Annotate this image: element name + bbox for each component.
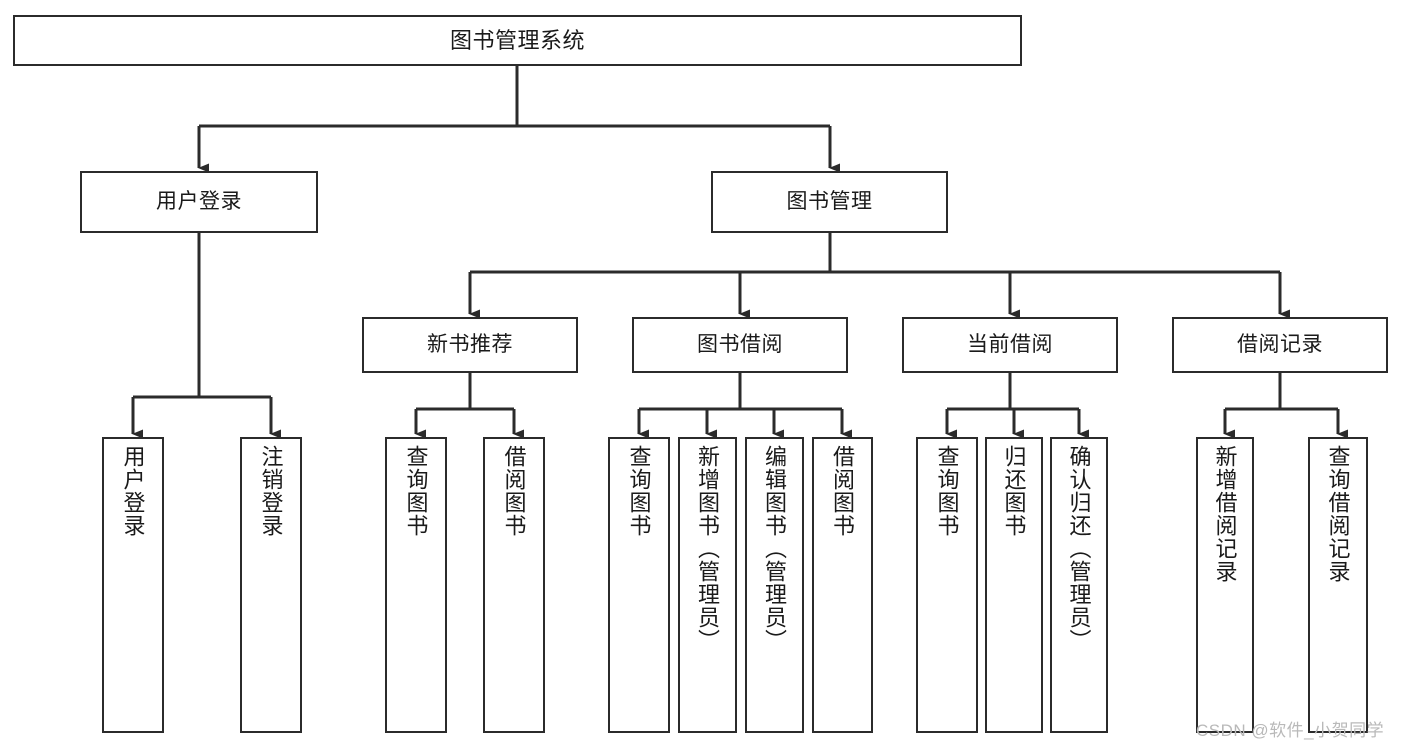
- node-label: 图书管理系统: [449, 27, 585, 53]
- node-book-manage[interactable]: 图书管理: [711, 171, 948, 233]
- node-user-login[interactable]: 用户登录: [80, 171, 318, 233]
- node-label: 借阅记录: [1237, 332, 1323, 356]
- edge-group-borrow-record: [1223, 373, 1348, 439]
- edge-group-current-borrow: [945, 373, 1089, 439]
- node-label: 图书借阅: [697, 332, 783, 356]
- node-label: 新书推荐: [427, 332, 513, 356]
- node-label: 用户登录: [156, 189, 242, 213]
- edge-group-root: [197, 66, 840, 173]
- node-label: 查询图书: [403, 445, 429, 537]
- node-label: 用户登录: [120, 445, 146, 537]
- node-leaf-query-book-3[interactable]: 查询图书: [916, 437, 978, 733]
- node-label: 借阅图书: [830, 445, 856, 537]
- node-root-system[interactable]: 图书管理系统: [13, 15, 1022, 66]
- node-label: 确认归还（管理员）: [1066, 445, 1092, 652]
- node-label: 查询图书: [626, 445, 652, 537]
- edge-group-book-borrow: [637, 373, 852, 439]
- node-label: 归还图书: [1001, 445, 1027, 537]
- node-label: 新增图书（管理员）: [695, 445, 721, 652]
- node-leaf-borrow-book-2[interactable]: 借阅图书: [812, 437, 873, 733]
- node-label: 新增借阅记录: [1212, 445, 1238, 583]
- edge-group-user-login: [131, 233, 281, 439]
- node-label: 编辑图书（管理员）: [762, 445, 788, 652]
- node-borrow-record[interactable]: 借阅记录: [1172, 317, 1388, 373]
- node-leaf-query-book-1[interactable]: 查询图书: [385, 437, 447, 733]
- edge-group-book-manage: [468, 233, 1290, 319]
- node-leaf-confirm-return[interactable]: 确认归还（管理员）: [1050, 437, 1108, 733]
- csdn-watermark: CSDN @软件_小贺同学: [1196, 721, 1385, 740]
- node-label: 当前借阅: [967, 332, 1053, 356]
- node-leaf-user-login[interactable]: 用户登录: [102, 437, 164, 733]
- node-leaf-return-book[interactable]: 归还图书: [985, 437, 1043, 733]
- node-new-book-recommend[interactable]: 新书推荐: [362, 317, 578, 373]
- node-leaf-add-borrow-record[interactable]: 新增借阅记录: [1196, 437, 1254, 733]
- node-leaf-query-borrow-record[interactable]: 查询借阅记录: [1308, 437, 1368, 733]
- edge-group-new-book-recommend: [414, 373, 524, 439]
- node-leaf-query-book-2[interactable]: 查询图书: [608, 437, 670, 733]
- node-label: 图书管理: [786, 189, 873, 213]
- node-label: 查询借阅记录: [1325, 445, 1351, 583]
- node-leaf-logout[interactable]: 注销登录: [240, 437, 302, 733]
- node-label: 查询图书: [934, 445, 960, 537]
- node-current-borrow[interactable]: 当前借阅: [902, 317, 1118, 373]
- node-label: 借阅图书: [501, 445, 527, 537]
- node-leaf-edit-book[interactable]: 编辑图书（管理员）: [745, 437, 804, 733]
- node-book-borrow[interactable]: 图书借阅: [632, 317, 848, 373]
- node-leaf-add-book[interactable]: 新增图书（管理员）: [678, 437, 737, 733]
- node-leaf-borrow-book-1[interactable]: 借阅图书: [483, 437, 545, 733]
- node-label: 注销登录: [258, 445, 284, 537]
